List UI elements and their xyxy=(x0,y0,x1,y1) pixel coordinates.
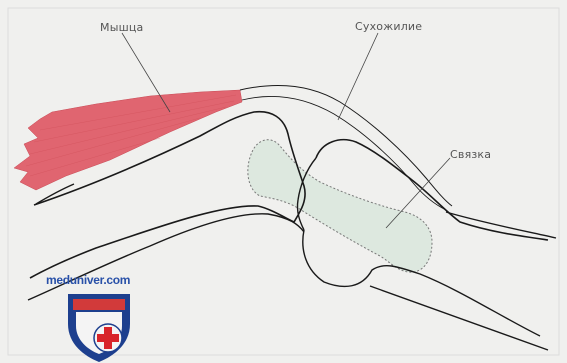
tendon-leader-line xyxy=(338,33,378,120)
muscle-label: Мышца xyxy=(100,21,143,34)
muscle xyxy=(14,90,242,190)
limb-outline-bottom xyxy=(28,214,304,300)
limb-outline-lower-right xyxy=(370,286,548,350)
ligament-label: Связка xyxy=(450,148,491,161)
watermark-text: meduniver.com xyxy=(46,273,130,287)
shield-top-band xyxy=(73,299,125,310)
limb-outline-right xyxy=(446,212,556,238)
tendon-label: Сухожилие xyxy=(355,20,422,33)
shield-logo-icon xyxy=(64,290,134,363)
ligament-shape xyxy=(248,140,432,272)
